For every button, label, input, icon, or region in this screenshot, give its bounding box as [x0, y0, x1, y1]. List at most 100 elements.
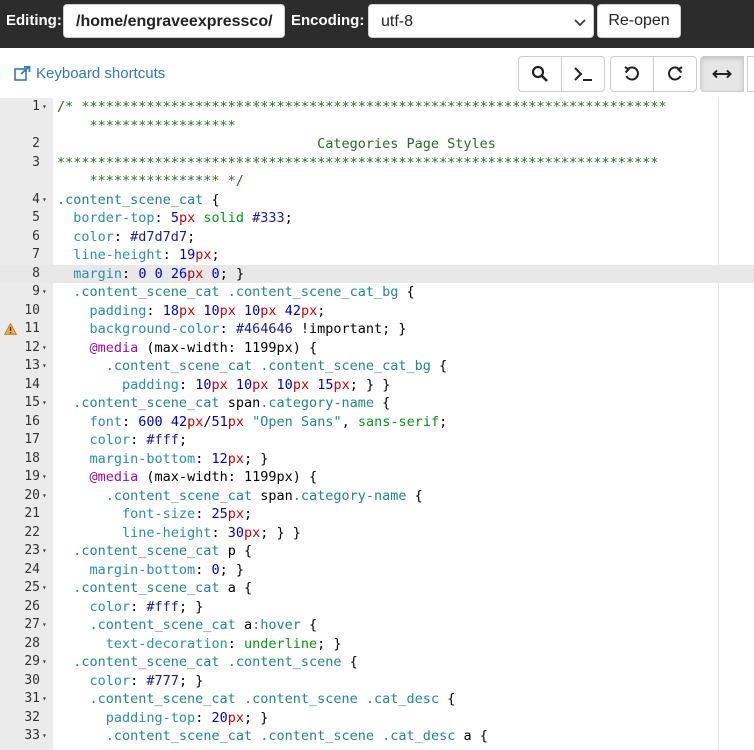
chevron-down-icon — [574, 19, 586, 27]
code-line[interactable]: 2 Categories Page Styles — [0, 135, 754, 154]
encoding-select[interactable]: utf-8 — [368, 4, 594, 38]
line-number: 29 — [24, 654, 40, 669]
code-text: text-decoration: underline; } — [105, 635, 342, 652]
code-line[interactable]: 16 font: 600 42px/51px "Open Sans", sans… — [0, 413, 754, 432]
code-text: margin-bottom: 0; } — [89, 561, 244, 578]
line-number: 33 — [24, 728, 40, 743]
reopen-button[interactable]: Re-open — [597, 4, 681, 38]
code-text: .content_scene_cat .content_scene_cat_bg… — [105, 358, 448, 374]
code-text: color: #d7d7d7; — [73, 228, 196, 245]
line-number: 22 — [24, 524, 40, 540]
line-number: 14 — [24, 376, 40, 392]
line-number: 23 — [24, 543, 40, 558]
keyboard-shortcuts-link[interactable]: Keyboard shortcuts — [14, 65, 165, 82]
code-line[interactable]: 26 color: #fff; } — [0, 598, 754, 617]
code-line[interactable]: 14 padding: 10px 10px 10px 15px; } } — [0, 376, 754, 395]
top-bar: Editing: /home/engraveexpressco/ Encodin… — [0, 0, 754, 48]
fold-arrow-icon[interactable]: ▾ — [42, 194, 47, 204]
code-line[interactable]: 5 border-top: 5px solid #333; — [0, 209, 754, 228]
code-line[interactable]: 1▾/* ***********************************… — [0, 98, 754, 117]
code-text: padding: 18px 10px 10px 42px; — [89, 302, 326, 319]
line-number: 26 — [24, 598, 40, 614]
code-text: border-top: 5px solid #333; — [73, 210, 293, 226]
code-text: padding-top: 20px; } — [105, 709, 269, 726]
code-line[interactable]: 21 font-size: 25px; — [0, 505, 754, 524]
redo-button[interactable] — [653, 56, 697, 92]
line-number: 32 — [24, 709, 40, 725]
line-number: 3 — [32, 154, 40, 170]
code-line[interactable]: 15▾ .content_scene_cat span.category-nam… — [0, 394, 754, 413]
fold-arrow-icon[interactable]: ▾ — [42, 398, 47, 407]
fold-arrow-icon[interactable]: ▾ — [42, 342, 47, 352]
code-line[interactable]: 22 line-height: 30px; } } — [0, 524, 754, 543]
code-line[interactable]: 8 margin: 0 0 26px 0; } — [0, 264, 754, 283]
code-line[interactable]: 9▾ .content_scene_cat .content_scene_cat… — [0, 283, 754, 302]
fold-arrow-icon[interactable]: ▾ — [42, 361, 47, 370]
code-line[interactable]: 27▾ .content_scene_cat a:hover { — [0, 616, 754, 635]
code-line[interactable]: 17 color: #fff; — [0, 431, 754, 450]
line-number: 25 — [24, 580, 40, 595]
code-text: .content_scene_cat .content_scene_cat_bg… — [73, 284, 415, 300]
fold-arrow-icon[interactable]: ▾ — [42, 102, 47, 111]
warning-icon[interactable] — [4, 323, 17, 335]
code-line[interactable]: 13▾ .content_scene_cat .content_scene_ca… — [0, 357, 754, 376]
line-number: 30 — [24, 672, 40, 688]
code-line[interactable]: **************** */ — [0, 172, 754, 191]
wrap-toggle-button[interactable] — [700, 56, 744, 92]
fold-arrow-icon[interactable]: ▾ — [42, 620, 47, 629]
code-text: **************** */ — [57, 173, 244, 189]
file-path-field[interactable]: /home/engraveexpressco/ — [63, 4, 285, 38]
fold-arrow-icon[interactable]: ▾ — [42, 490, 47, 500]
line-number: 13 — [24, 358, 40, 373]
code-line[interactable]: 25▾ .content_scene_cat a { — [0, 579, 754, 598]
code-line[interactable]: 33▾ .content_scene_cat .content_scene .c… — [0, 727, 754, 746]
fold-arrow-icon[interactable]: ▾ — [42, 731, 47, 740]
search-icon — [531, 65, 548, 82]
code-line[interactable]: 10 padding: 18px 10px 10px 42px; — [0, 302, 754, 321]
code-line[interactable]: ****************** — [0, 117, 754, 136]
fold-arrow-icon[interactable]: ▾ — [42, 694, 47, 703]
line-number: 7 — [32, 247, 40, 262]
terminal-button[interactable] — [561, 56, 605, 92]
line-number: 12 — [24, 339, 40, 355]
fold-arrow-icon[interactable]: ▾ — [42, 287, 47, 296]
code-text: Categories Page Styles — [57, 136, 496, 152]
code-line[interactable]: 29▾ .content_scene_cat .content_scene { — [0, 653, 754, 672]
line-number: 28 — [24, 635, 40, 651]
line-number: 6 — [32, 228, 40, 244]
code-line[interactable]: 4▾.content_scene_cat { — [0, 191, 754, 210]
code-line[interactable]: 31▾ .content_scene_cat .content_scene .c… — [0, 690, 754, 709]
fold-arrow-icon[interactable]: ▾ — [42, 583, 47, 592]
undo-button[interactable] — [610, 56, 654, 92]
code-text: margin-bottom: 12px; } — [89, 450, 269, 467]
code-line[interactable]: 6 color: #d7d7d7; — [0, 228, 754, 247]
code-line[interactable]: 19▾ @media (max-width: 1199px) { — [0, 468, 754, 487]
redo-icon — [668, 66, 683, 81]
line-number: 10 — [24, 302, 40, 318]
code-line[interactable]: 12▾ @media (max-width: 1199px) { — [0, 339, 754, 358]
code-line[interactable]: 7 line-height: 19px; — [0, 246, 754, 265]
code-line[interactable]: 20▾ .content_scene_cat span.category-nam… — [0, 487, 754, 506]
code-line[interactable]: 18 margin-bottom: 12px; } — [0, 450, 754, 469]
fold-arrow-icon[interactable]: ▾ — [42, 657, 47, 666]
code-text: padding: 10px 10px 10px 15px; } } — [122, 376, 391, 393]
line-number: 19 — [24, 469, 40, 484]
code-line[interactable]: 32 padding-top: 20px; } — [0, 709, 754, 728]
search-button[interactable] — [518, 56, 562, 92]
code-line[interactable]: 23▾ .content_scene_cat p { — [0, 542, 754, 561]
code-text: /* *************************************… — [57, 99, 667, 115]
code-line[interactable]: 28 text-decoration: underline; } — [0, 635, 754, 654]
code-line[interactable]: 3***************************************… — [0, 154, 754, 173]
code-editor[interactable]: 1▾/* ***********************************… — [0, 98, 754, 750]
fold-arrow-icon[interactable]: ▾ — [42, 472, 47, 481]
fold-arrow-icon[interactable]: ▾ — [42, 546, 47, 555]
horizontal-arrows-icon — [712, 69, 732, 79]
code-line[interactable]: 30 color: #777; } — [0, 672, 754, 691]
more-toolbar-button[interactable] — [747, 56, 754, 92]
code-line[interactable]: 24 margin-bottom: 0; } — [0, 561, 754, 580]
code-text: background-color: #464646 !important; } — [89, 321, 407, 337]
code-text: color: #fff; } — [89, 598, 204, 615]
line-number-gutter — [0, 98, 53, 750]
keyboard-shortcuts-label: Keyboard shortcuts — [36, 65, 166, 82]
code-line[interactable]: 11 background-color: #464646 !important;… — [0, 320, 754, 339]
